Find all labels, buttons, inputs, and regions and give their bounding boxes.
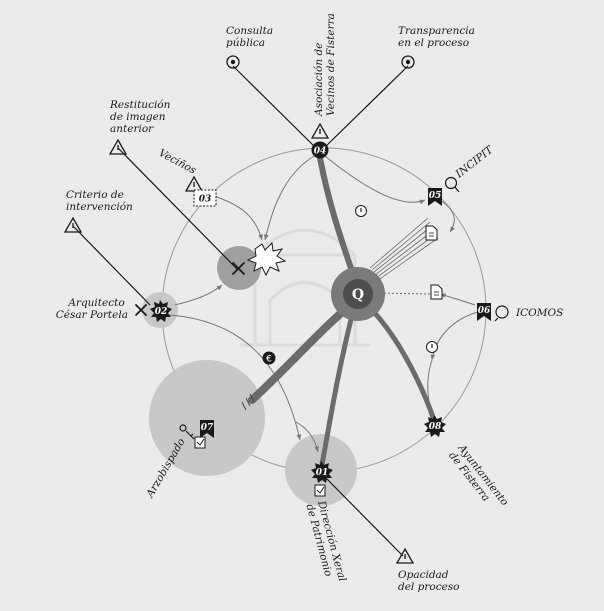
label-ayuntamiento: Ayuntamiento de Fisterra bbox=[446, 442, 513, 518]
checkbox-icon-direccion bbox=[314, 484, 326, 497]
node-02: 02 bbox=[150, 300, 172, 322]
node-02-label: 02 bbox=[155, 307, 168, 317]
node-03: 03 bbox=[193, 189, 217, 207]
node-07-label: 07 bbox=[201, 423, 214, 433]
node-01-label: 01 bbox=[316, 468, 329, 478]
label-incipit: INCIPIT bbox=[453, 143, 496, 181]
document-icon-2 bbox=[430, 284, 443, 300]
label-icomos: ICOMOS bbox=[515, 307, 563, 319]
label-consulta: Consulta pública bbox=[226, 25, 276, 49]
euro-icon: € bbox=[262, 351, 276, 365]
document-icon-1 bbox=[425, 225, 438, 241]
label-restitucion: Restitución de imagen anterior bbox=[109, 99, 174, 135]
target-icon-transparencia bbox=[401, 55, 415, 69]
node-06-label: 06 bbox=[478, 306, 491, 316]
warning-icon-opacidad bbox=[395, 547, 415, 564]
label-pointer-lines bbox=[72, 65, 409, 557]
checkbox-icon-arzobispado bbox=[194, 436, 206, 449]
thin-connections bbox=[169, 151, 479, 453]
dotted-link-icomos bbox=[375, 292, 431, 295]
node-03-label: 03 bbox=[199, 195, 212, 205]
node-04: 04 bbox=[311, 141, 329, 159]
chat-bubble-icon-icomos bbox=[494, 305, 509, 322]
node-08: 08 bbox=[424, 415, 446, 437]
label-criterio: Criterio de intervención bbox=[66, 189, 133, 213]
key-icon bbox=[179, 424, 195, 440]
tools-icon-arquitecto bbox=[135, 304, 147, 316]
label-direccion: Dirección Xeral de Patrimonio bbox=[303, 499, 349, 589]
hub-glyph-icon: Q bbox=[352, 287, 364, 303]
label-asociacion: Asociación de Vecinos de Fisterra bbox=[313, 13, 337, 117]
svg-text:€: € bbox=[266, 355, 272, 365]
label-vecinos: Veciños bbox=[157, 147, 199, 177]
label-transparencia: Transparencia en el proceso bbox=[398, 25, 478, 49]
node-07: 07 bbox=[200, 420, 214, 438]
node-05: 05 bbox=[428, 188, 442, 206]
node-05-label: 05 bbox=[429, 191, 442, 201]
warning-icon-restitucion bbox=[108, 138, 128, 155]
central-hub: Q bbox=[331, 267, 385, 321]
halo-arzobispado bbox=[149, 360, 265, 476]
node-06: 06 bbox=[477, 303, 491, 321]
radiating-fan bbox=[369, 217, 439, 282]
exclamation-bubble-icon-1 bbox=[355, 205, 367, 217]
node-08-label: 08 bbox=[429, 422, 442, 432]
target-icon-consulta bbox=[226, 55, 240, 69]
explosion-burst-icon bbox=[246, 241, 287, 277]
chat-bubble-icon-incipit bbox=[444, 176, 460, 193]
node-01: 01 bbox=[311, 461, 333, 483]
exclamation-bubble-icon-2 bbox=[426, 341, 438, 353]
warning-icon-criterio bbox=[63, 216, 83, 233]
label-arquitecto: Arquitecto César Portela bbox=[56, 297, 128, 321]
link-tick-marks bbox=[241, 393, 255, 411]
warning-icon-asociacion bbox=[310, 122, 330, 139]
tools-icon-vecinos bbox=[232, 262, 245, 275]
node-04-label: 04 bbox=[314, 147, 327, 157]
warning-icon-vecinos bbox=[184, 175, 204, 192]
label-opacidad: Opacidad del proceso bbox=[398, 569, 460, 593]
